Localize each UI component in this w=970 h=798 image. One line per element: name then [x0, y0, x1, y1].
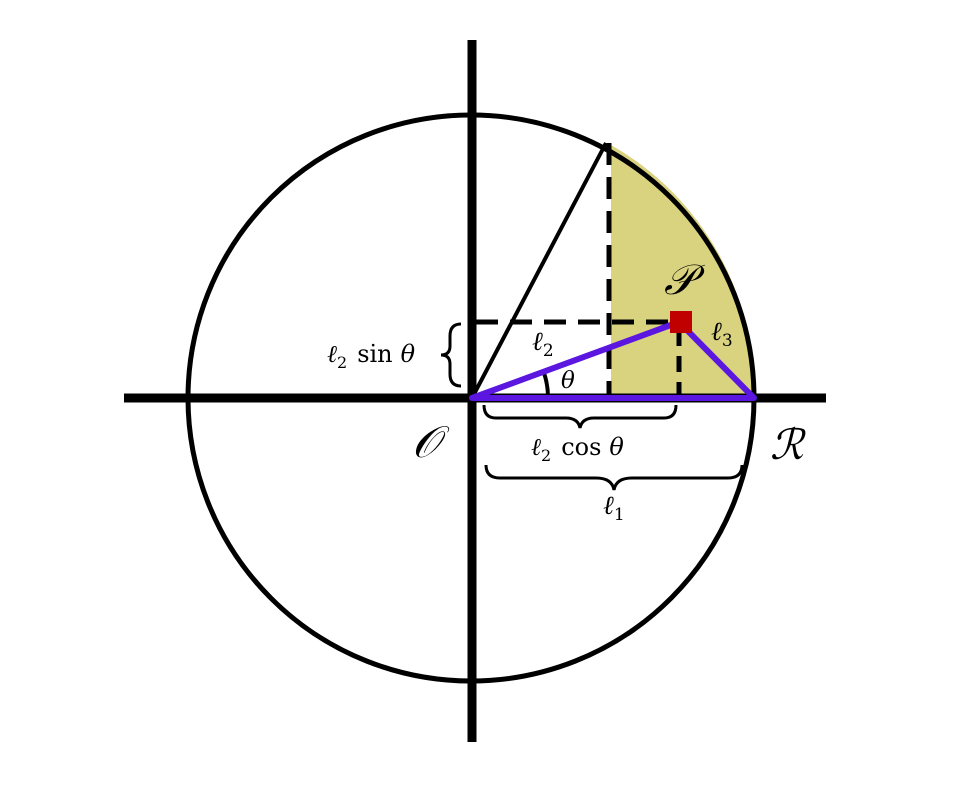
point-r-label: ℛ [770, 420, 806, 469]
theta-label: θ [561, 368, 575, 394]
point-p-marker [670, 311, 692, 333]
brace-cos [482, 404, 678, 429]
l1-label: ℓ1 [603, 491, 625, 525]
brace-l1 [484, 464, 744, 491]
origin-label: 𝒪 [412, 417, 450, 468]
radius-line [470, 142, 608, 399]
triangle-opr [469, 319, 757, 401]
brace-sin [440, 322, 462, 388]
l3-label: ℓ3 [711, 317, 733, 351]
l2-label: ℓ2 [532, 327, 554, 361]
